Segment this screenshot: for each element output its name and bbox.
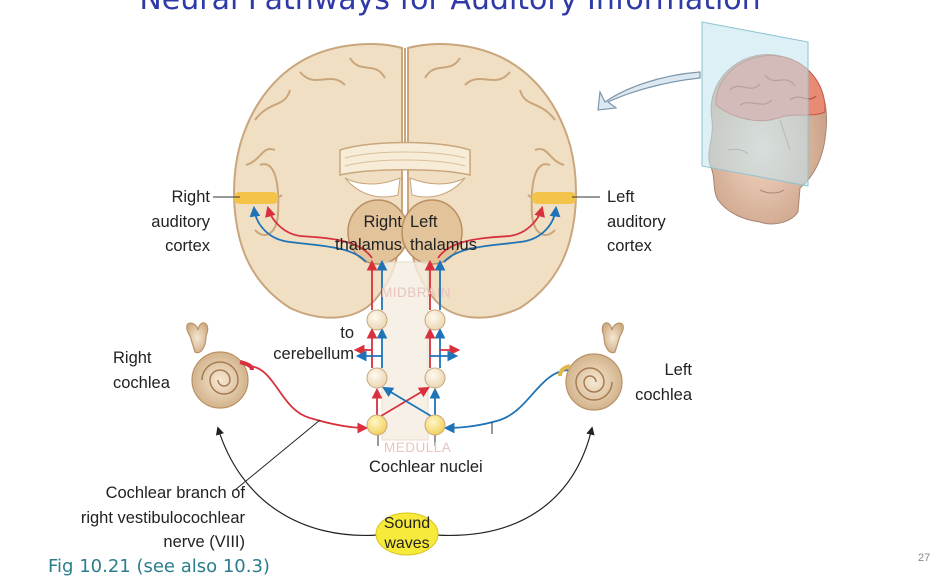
slide-title: Neural Pathways for Auditory Information bbox=[0, 0, 900, 17]
midbrain-label: MIDBRAIN bbox=[381, 285, 452, 300]
right-auditory-cortex-area bbox=[234, 192, 278, 204]
medulla-label: MEDULLA bbox=[384, 440, 452, 455]
right-midbrain-node-upper bbox=[366, 309, 388, 331]
left-hemisphere bbox=[407, 43, 577, 319]
sound-waves-bubble bbox=[375, 512, 439, 556]
left-auditory-cortex-label: Left auditory cortex bbox=[607, 188, 666, 255]
left-cochlea-image bbox=[558, 322, 624, 411]
cochlear-nuclei-label: Cochlear nuclei bbox=[369, 458, 483, 476]
left-cochlea-label: Left cochlea bbox=[635, 361, 692, 404]
left-pons-node bbox=[424, 367, 446, 389]
pathways bbox=[247, 205, 571, 434]
sound-path-left bbox=[435, 426, 595, 537]
head-illustration bbox=[701, 21, 828, 225]
orientation-arrow bbox=[597, 71, 701, 111]
right-cochlea-label: Right cochlea bbox=[113, 349, 170, 392]
coronal-plane bbox=[701, 21, 809, 187]
right-thalamus-label: Right thalamus bbox=[335, 213, 402, 254]
figure-caption: Fig 10.21 (see also 10.3) bbox=[48, 556, 270, 577]
right-pons-node bbox=[366, 367, 388, 389]
right-cochlea-image bbox=[186, 322, 254, 409]
left-cochlear-nucleus bbox=[424, 414, 446, 436]
sound-path-right bbox=[215, 426, 379, 537]
sound-waves-label: Sound waves bbox=[383, 515, 431, 552]
left-auditory-cortex-area bbox=[532, 192, 576, 204]
right-cochlear-nucleus bbox=[366, 414, 388, 436]
to-cerebellum-label: to cerebellum bbox=[273, 324, 354, 363]
cochlear-branch-label: Cochlear branch of right vestibulocochle… bbox=[80, 484, 245, 551]
left-thalamus-label: Left thalamus bbox=[410, 213, 477, 254]
page-number: 27 bbox=[918, 552, 930, 564]
right-auditory-cortex-label: Right auditory cortex bbox=[151, 188, 210, 255]
right-hemisphere bbox=[233, 43, 403, 319]
left-midbrain-node-upper bbox=[424, 309, 446, 331]
